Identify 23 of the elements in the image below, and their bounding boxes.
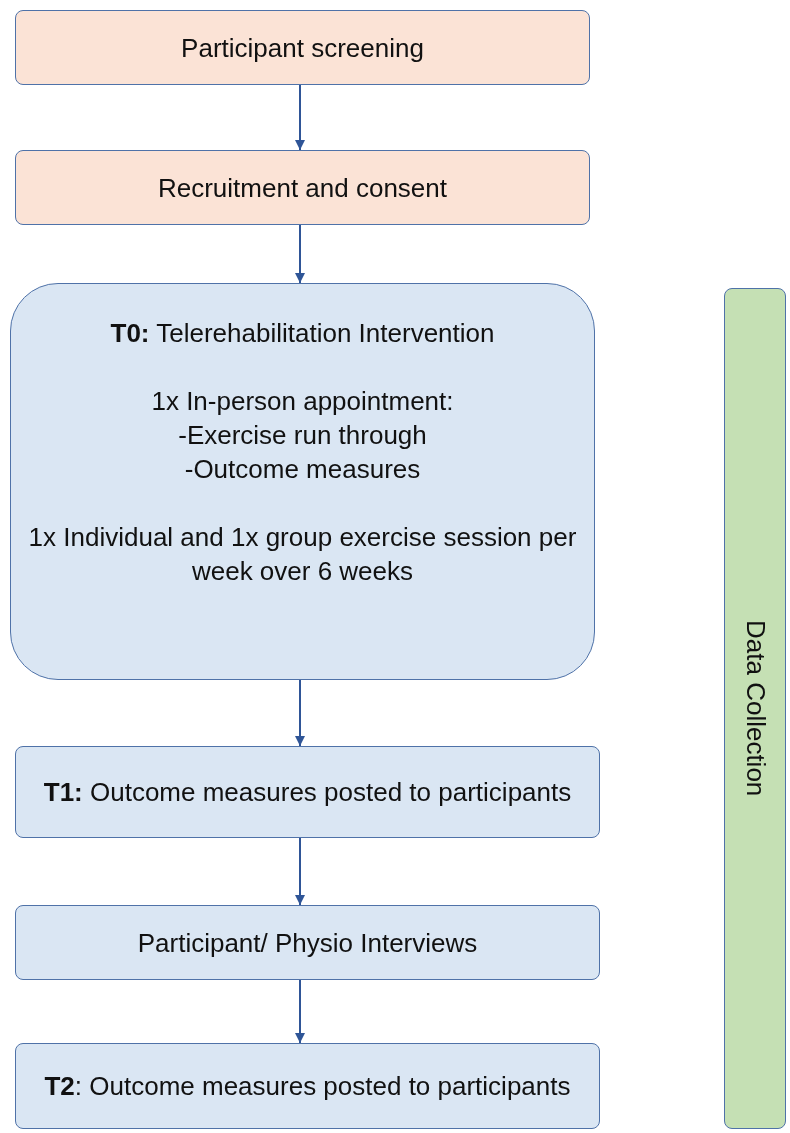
arrow [295, 224, 305, 284]
process-box [15, 746, 600, 838]
arrow [295, 84, 305, 151]
box-text: -Outcome measures [184, 453, 421, 486]
arrow [295, 679, 305, 747]
box-text: 1x In-person appointment: [151, 385, 454, 418]
box-text: Participant/ Physio Interviews [137, 926, 478, 960]
box-text: T2: Outcome measures posted to participants [44, 1070, 571, 1103]
box-text: T0: Telerehabilitation Intervention [110, 317, 495, 350]
intervention-box [10, 283, 595, 680]
process-box [15, 10, 590, 85]
side-label: Data Collection [739, 620, 772, 797]
box-text: T1: Outcome measures posted to participants [43, 776, 572, 809]
box-text: 1x Individual and 1x group exercise session per week over 6 weeks [27, 521, 578, 588]
side-panel [724, 288, 786, 1129]
process-box [15, 150, 590, 225]
arrow [295, 979, 305, 1044]
box-text: -Exercise run through [178, 419, 427, 452]
box-text: Recruitment and consent [157, 171, 447, 205]
arrow [295, 837, 305, 906]
process-box [15, 905, 600, 980]
process-box [15, 1043, 600, 1129]
box-text: Participant screening [181, 31, 424, 65]
